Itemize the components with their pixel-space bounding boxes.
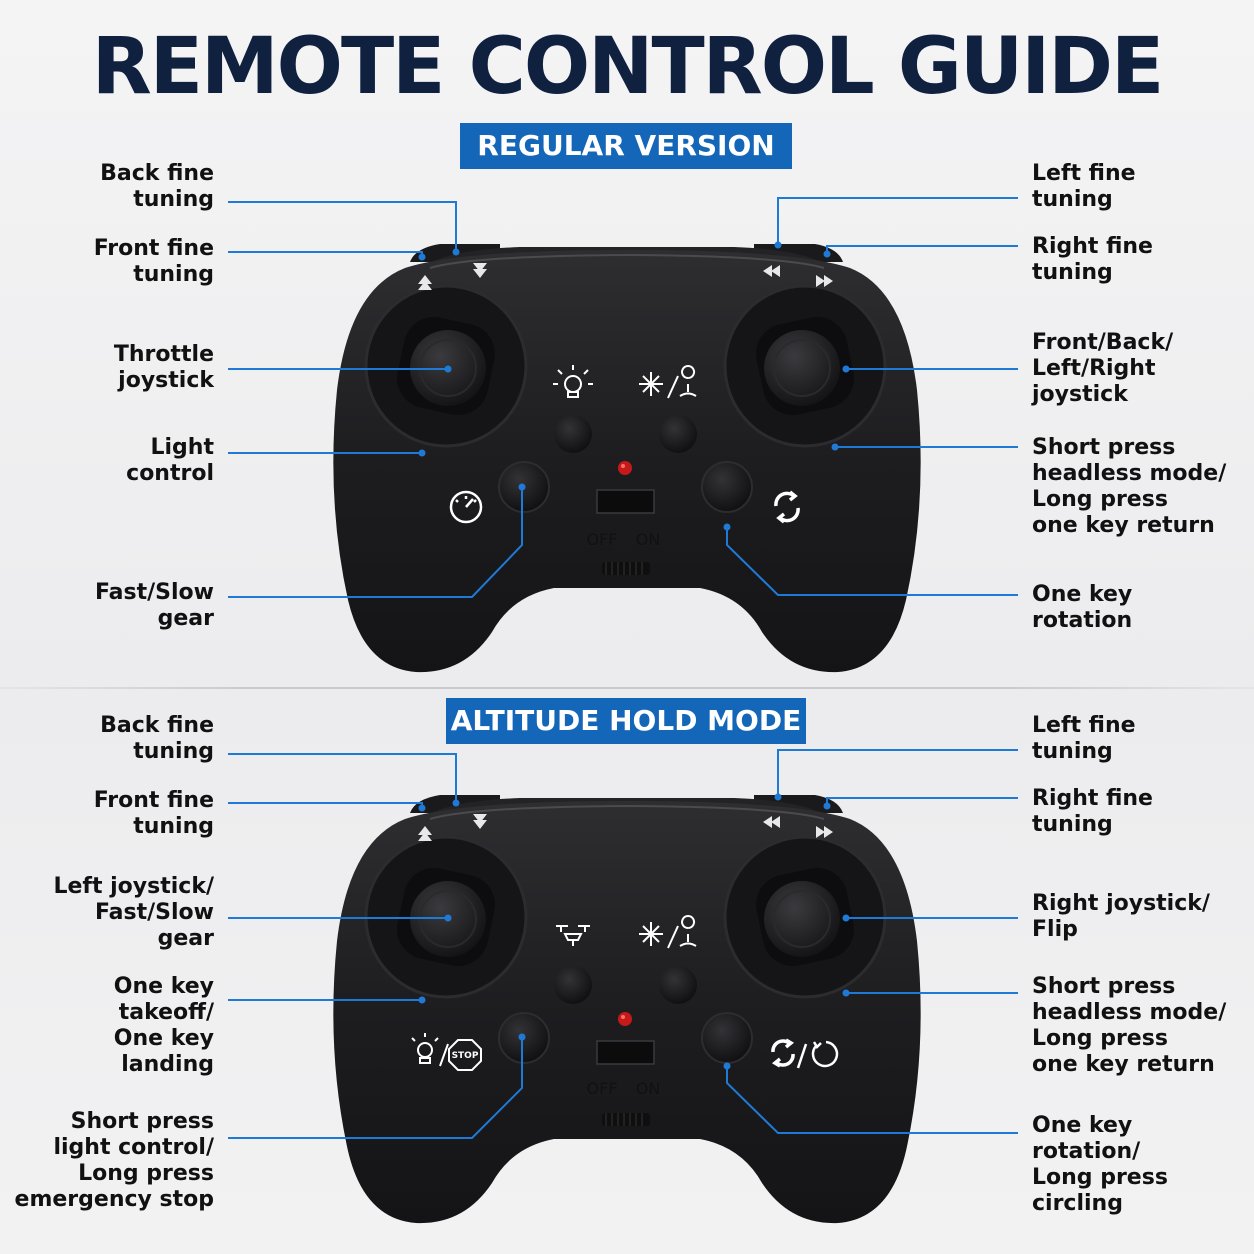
headless-compass-icon <box>639 915 697 949</box>
label-right-joystick-flip: Right joystick/ Flip <box>1032 891 1210 942</box>
altitude-leader-lines <box>228 749 1018 1139</box>
label-back-fine-tuning: Back fine tuning <box>100 161 214 212</box>
page-title: REMOTE CONTROL GUIDE <box>91 22 1165 112</box>
switch-off-label: OFF <box>587 1079 618 1098</box>
label-headless-return: Short press headless mode/ Long press on… <box>1032 435 1227 538</box>
altitude-hold-badge: ALTITUDE HOLD MODE <box>446 698 806 744</box>
switch-on-label: ON <box>636 1079 661 1098</box>
label-takeoff-landing: One key takeoff/ One key landing <box>113 974 214 1077</box>
rotate-icon <box>774 490 800 524</box>
label-front-fine-tuning: Front fine tuning <box>93 788 214 839</box>
label-front-fine-tuning: Front fine tuning <box>93 236 214 287</box>
label-back-fine-tuning: Back fine tuning <box>100 713 214 764</box>
label-light-emergency-stop: Short press light control/ Long press em… <box>14 1109 214 1212</box>
switch-off-label: OFF <box>587 530 618 549</box>
regular-leader-lines <box>228 197 1018 598</box>
headlight-icon <box>553 365 593 398</box>
section-divider <box>0 687 1254 689</box>
label-one-key-rotation: One key rotation <box>1032 582 1133 633</box>
regular-version-badge: REGULAR VERSION <box>460 123 792 169</box>
label-direction-joystick: Front/Back/ Left/Right joystick <box>1032 330 1174 407</box>
svg-text:STOP: STOP <box>452 1051 479 1061</box>
rotate-circle-icon <box>771 1038 839 1069</box>
label-left-joystick-gear: Left joystick/ Fast/Slow gear <box>53 874 214 951</box>
label-throttle-joystick: Throttle joystick <box>113 342 214 393</box>
speed-gauge-icon <box>449 490 483 524</box>
drone-takeoff-icon <box>556 925 590 946</box>
switch-on-label: ON <box>636 530 661 549</box>
label-right-fine-tuning: Right fine tuning <box>1032 786 1153 837</box>
altitude-controller: STOP <box>331 793 923 1225</box>
headless-compass-icon <box>639 365 697 399</box>
label-light-control: Light control <box>126 435 214 486</box>
label-left-fine-tuning: Left fine tuning <box>1032 161 1136 212</box>
label-headless-return: Short press headless mode/ Long press on… <box>1032 974 1227 1077</box>
label-rotation-circling: One key rotation/ Long press circling <box>1032 1113 1168 1216</box>
label-right-fine-tuning: Right fine tuning <box>1032 234 1153 285</box>
label-left-fine-tuning: Left fine tuning <box>1032 713 1136 764</box>
label-fast-slow-gear: Fast/Slow gear <box>94 580 214 631</box>
light-stop-icon: STOP <box>411 1033 482 1071</box>
regular-controller <box>331 242 923 674</box>
